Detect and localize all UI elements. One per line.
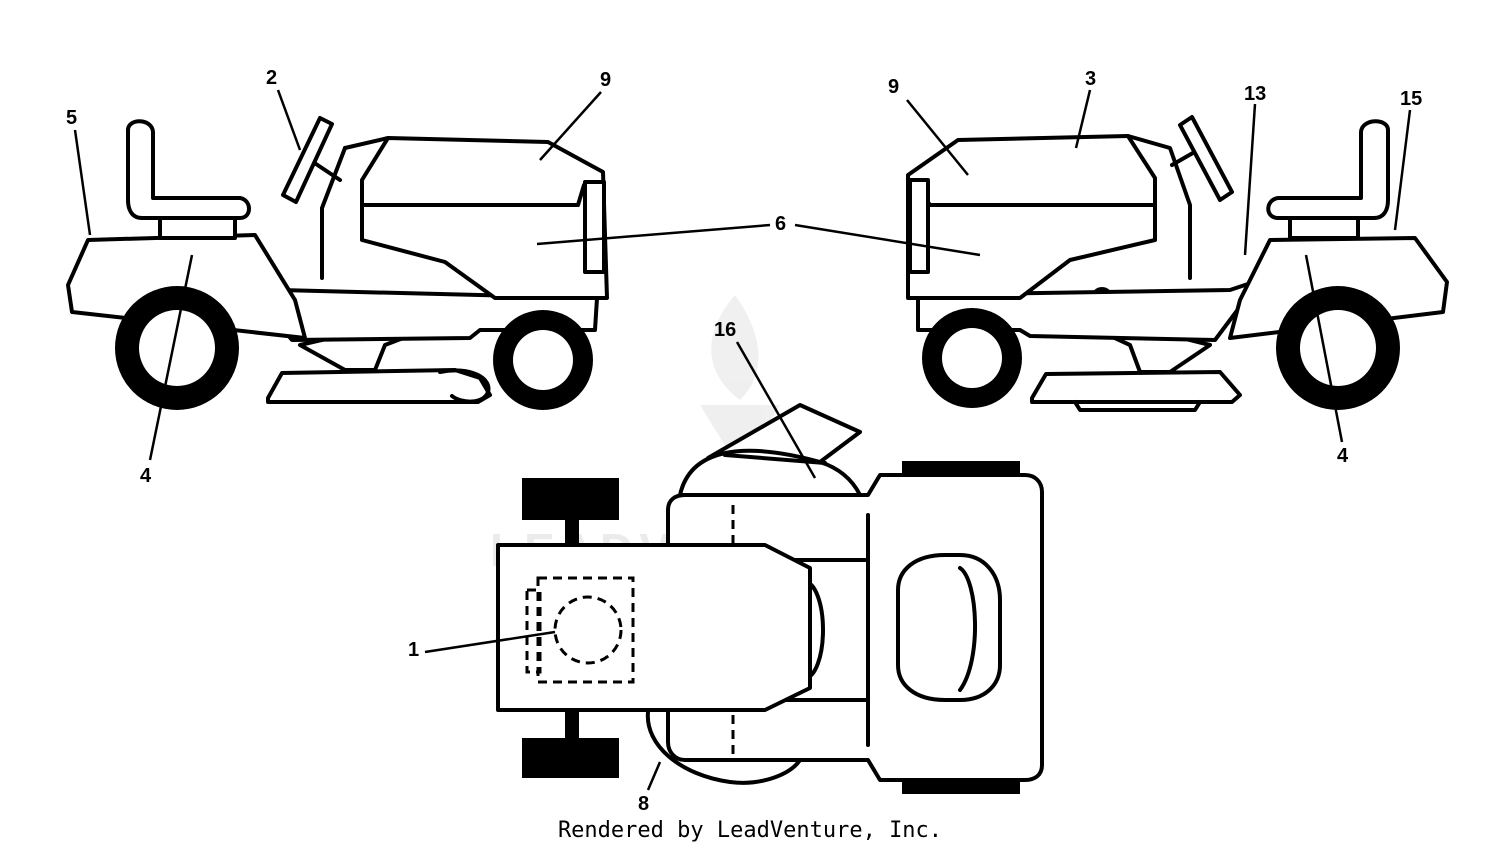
rendered-by-footer: Rendered by LeadVenture, Inc. xyxy=(557,818,943,843)
leader-lines xyxy=(73,89,1412,791)
callout-labels: 2 9 5 6 4 9 3 13 15 4 16 1 8 xyxy=(66,67,1422,815)
callout-3: 3 xyxy=(1085,68,1096,90)
callout-9-left: 9 xyxy=(600,69,611,91)
callout-4-right: 4 xyxy=(1337,445,1349,467)
tractor-right-side-view xyxy=(906,115,1449,412)
tractor-left-side-view xyxy=(66,116,609,410)
callout-5: 5 xyxy=(66,107,77,129)
callout-13: 13 xyxy=(1244,83,1266,105)
callout-4-left: 4 xyxy=(140,465,152,487)
tractor-top-view xyxy=(496,403,1044,794)
callout-8: 8 xyxy=(638,793,649,815)
callout-1: 1 xyxy=(408,639,419,661)
callout-6: 6 xyxy=(775,213,786,235)
callout-2: 2 xyxy=(266,67,277,89)
callout-16: 16 xyxy=(714,319,736,341)
callout-9-right: 9 xyxy=(888,76,899,98)
callout-15: 15 xyxy=(1400,88,1422,110)
